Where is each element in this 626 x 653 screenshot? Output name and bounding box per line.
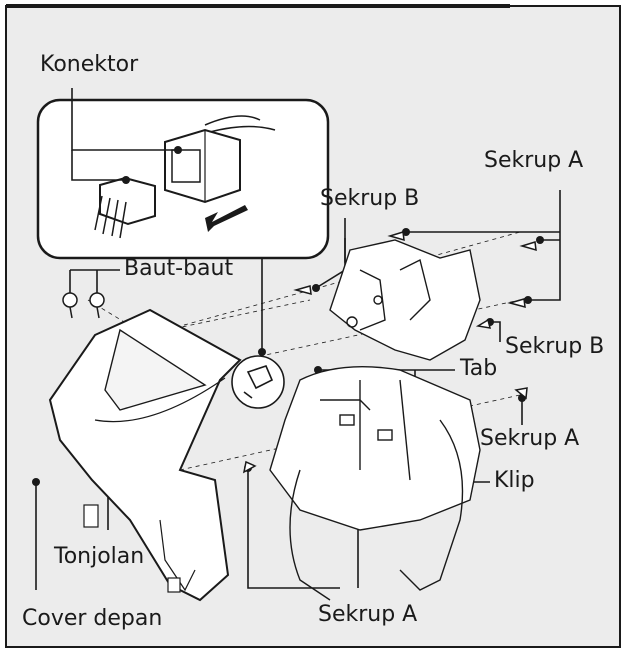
label-baut-baut: Baut-baut [124,256,234,281]
label-sekrup-a-bottom: Sekrup A [318,602,418,627]
label-sekrup-a-top: Sekrup A [484,148,584,173]
connector-inset [36,98,330,260]
label-sekrup-b-right: Sekrup B [505,334,605,359]
label-klip: Klip [494,468,535,493]
label-konektor: Konektor [40,52,139,77]
label-cover-depan: Cover depan [22,606,163,631]
label-sekrup-b-top: Sekrup B [320,186,420,211]
label-tonjolan: Tonjolan [54,544,145,569]
connector-detail [231,355,285,409]
label-sekrup-a-right: Sekrup A [480,426,580,451]
front-cover [48,308,242,602]
label-tab: Tab [460,356,498,381]
inner-frame [269,239,481,601]
